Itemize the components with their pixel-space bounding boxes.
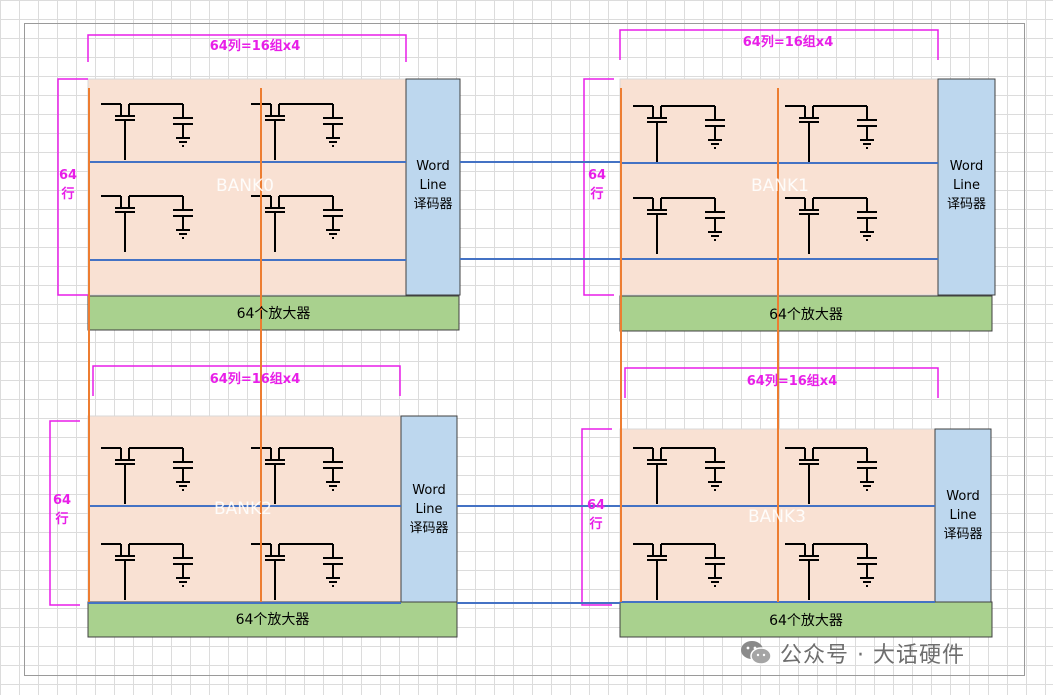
- bank0-column-bracket: [87, 34, 407, 62]
- bank3-wordline-decoder: [934, 428, 992, 603]
- bank2-column-label: 64列=16组x4: [209, 372, 301, 387]
- bank1-row-label: 64 行: [587, 168, 607, 202]
- bank3-row-label: 64 行: [586, 498, 606, 532]
- bank1-wordline-decoder: [937, 78, 996, 296]
- watermark-text: 公众号 · 大话硬件: [780, 643, 965, 668]
- bank0-row-label: 64 行: [58, 168, 78, 202]
- bank2-row-bracket: [49, 420, 80, 606]
- bank2-wordline-decoder: [400, 415, 458, 603]
- bank1-wordline-decoder-label: Word Line 译码器: [946, 159, 986, 212]
- wechat-icon: [741, 641, 772, 665]
- bank2-row-label: 64 行: [52, 493, 72, 527]
- bank0-sense-amplifiers: [87, 295, 460, 331]
- bank2-column-bracket: [92, 365, 401, 396]
- bank3-sense-amplifiers: [619, 601, 993, 638]
- bank2-sense-amplifiers: [87, 601, 458, 638]
- bank3-row-bracket: [581, 428, 612, 606]
- watermark: 公众号 · 大话硬件: [740, 636, 965, 670]
- bank0-sense-amplifier-label: 64个放大器: [236, 306, 311, 322]
- bank3-name: BANK3: [748, 507, 806, 527]
- bank3-column-label: 64列=16组x4: [746, 374, 838, 389]
- bank0-name: BANK0: [216, 176, 274, 196]
- bank0-wordline-decoder: [405, 78, 461, 296]
- bank1-column-bracket: [619, 29, 939, 60]
- bank3-column-bracket: [624, 367, 939, 398]
- bank3-sense-amplifier-label: 64个放大器: [769, 613, 843, 629]
- bank1-name: BANK1: [751, 176, 809, 196]
- bank1-row-bracket: [583, 78, 614, 296]
- bank0-row-bracket: [57, 78, 88, 296]
- bank3-wordline-decoder-label: Word Line 译码器: [943, 489, 983, 542]
- bank1-sense-amplifier-label: 64个放大器: [769, 307, 843, 323]
- bank2-name: BANK2: [214, 499, 272, 519]
- bank0-wordline-decoder-label: Word Line 译码器: [413, 159, 453, 212]
- bank0-column-label: 64列=16组x4: [209, 39, 301, 54]
- bank2-wordline-decoder-label: Word Line 译码器: [409, 483, 449, 536]
- bank1-column-label: 64列=16组x4: [742, 35, 834, 50]
- bank1-sense-amplifiers: [619, 295, 993, 332]
- bank2-sense-amplifier-label: 64个放大器: [235, 612, 310, 628]
